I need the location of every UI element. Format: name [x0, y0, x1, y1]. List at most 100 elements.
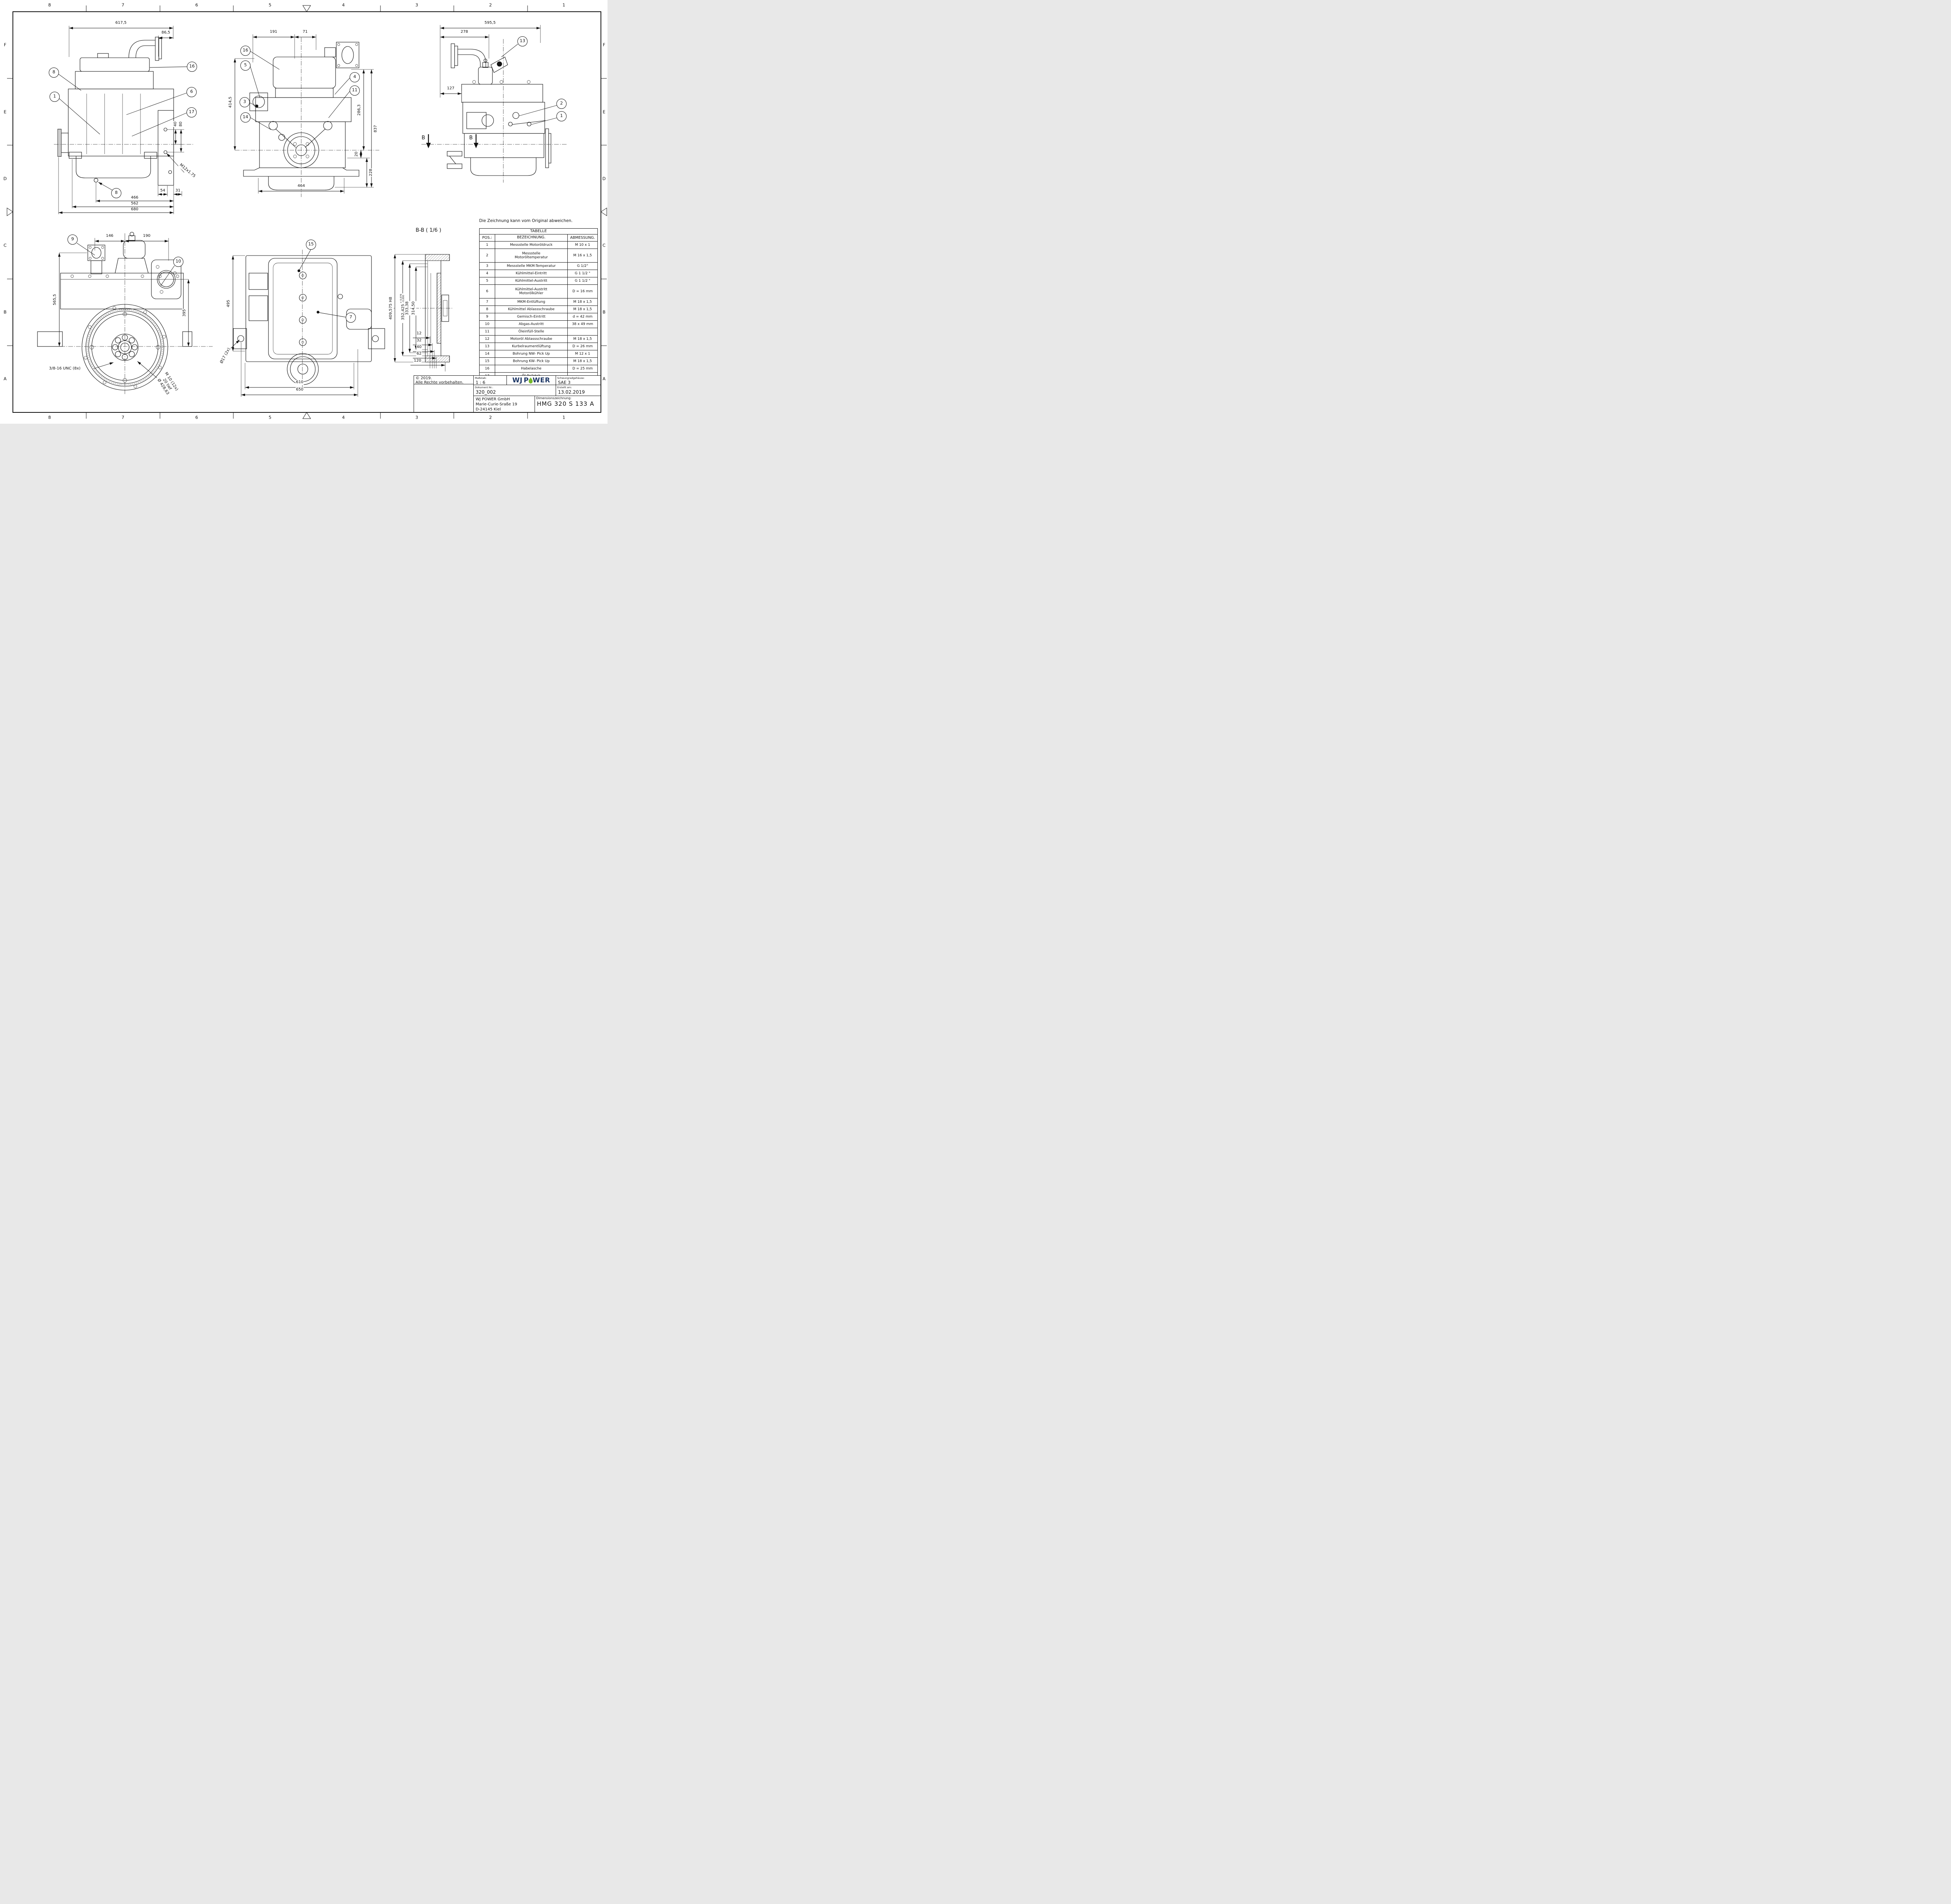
callout-bubble: 3: [240, 97, 250, 107]
dim-label: 610: [295, 380, 304, 385]
logo-wj: WJ: [512, 376, 523, 384]
callout-bubble: 10: [173, 257, 183, 267]
callout-bubble: 1: [556, 111, 567, 121]
col-header-dim: ABMESSUNG.: [570, 236, 595, 240]
col-header-name: BEZEICHNUNG.: [495, 234, 568, 241]
dim-label: 71: [302, 29, 308, 35]
document-label: Dokument Nr.:: [475, 386, 493, 389]
grid-row-label: F: [602, 42, 606, 48]
cell-pos: 8: [480, 306, 495, 313]
dim-label: 20: [354, 151, 359, 157]
thread-label: 3/8-16 UNC (8x): [48, 366, 81, 371]
grid-col-label: 3: [415, 415, 418, 420]
grid-col-label: 7: [121, 2, 124, 8]
cell-pos: 15: [480, 358, 495, 365]
housing-value: SAE 3: [558, 380, 571, 385]
grid-col-label: 1: [562, 2, 565, 8]
cell-name: Bohrung NW- Pick Up: [495, 350, 568, 357]
dim-label: 562: [130, 201, 139, 206]
dim-label: 86,5: [161, 30, 171, 36]
callout-bubble: 16: [240, 46, 251, 56]
cell-name: Motoröl Ablassschraube: [495, 336, 568, 343]
cell-name: Kurbelraumentlüftung: [495, 343, 568, 350]
cell-dim: M 18 x 1,5: [573, 300, 592, 304]
cell-name: Kühlmittel Ablassschraube: [495, 306, 568, 313]
grid-col-label: 4: [342, 415, 345, 420]
cell-name: Kühlmittel-Austritt: [495, 277, 568, 284]
cell-pos: 9: [480, 313, 495, 320]
dim-label: 286,3: [357, 104, 362, 116]
callout-bubble: 14: [240, 112, 251, 123]
sheet-frame: [7, 5, 607, 419]
section-letter: B: [421, 135, 425, 141]
note-line: Die Zeichnung kann vom Original abweiche…: [479, 218, 573, 223]
grid-row-label: D: [3, 176, 7, 181]
dim-label: 837: [373, 124, 378, 133]
grid-col-label: 1: [562, 415, 565, 420]
flywheel-view-art: [37, 232, 213, 395]
cell-dim: d = 42 mm: [572, 315, 593, 319]
grid-row-label: A: [4, 376, 7, 382]
dim-label: 40: [173, 121, 178, 127]
dim-label: 395: [182, 309, 187, 317]
table-header-row: POS.: BEZEICHNUNG. ABMESSUNG.: [480, 234, 597, 242]
side-view-dims: [58, 26, 188, 214]
callout-bubble: 2: [556, 99, 567, 109]
rear-view-art: [421, 39, 567, 183]
grid-row-label: E: [4, 109, 7, 115]
dim-label: 191: [269, 29, 278, 35]
dim-label: 190: [142, 233, 151, 239]
cell-name: MKM-Entlüftung: [495, 298, 568, 305]
cell-dim: M 18 x 1,5: [573, 307, 592, 311]
housing-label: Schwungradgehäuse:: [557, 377, 585, 380]
dim-label: 54: [160, 188, 166, 194]
cell-dim: M 12 x 1: [575, 352, 590, 356]
cell-dim: M 18 x 1,5: [573, 337, 592, 341]
dim-label: 31: [175, 188, 181, 194]
cell-dim: M 16 x 1,5: [573, 254, 592, 258]
drawing-sheet: .ext{stroke:#3a3a3a;stroke-width:0.8;fil…: [0, 0, 608, 424]
cell-dim: G 1 1/2 ": [575, 272, 590, 275]
dim-label: 314,50: [411, 301, 416, 316]
section-view-dims: [393, 254, 446, 371]
cell-name: Kühlmittel-Eintritt: [495, 270, 568, 277]
grid-row-label: B: [602, 309, 606, 315]
callout-bubble: 4: [350, 72, 360, 82]
grid-row-label: C: [4, 243, 7, 248]
front-view-dims: [233, 34, 374, 194]
cell-name: Messstelle Motoröltemperatur: [495, 249, 568, 262]
cell-pos: 1: [480, 242, 495, 249]
dim-label: 495: [226, 299, 231, 308]
grid-row-label: D: [602, 176, 606, 181]
cell-name: Abgas-Austritt: [495, 321, 568, 328]
cell-name: Habelasche: [495, 365, 568, 372]
cell-dim: G 1/2": [577, 264, 588, 268]
grid-col-label: 2: [489, 2, 492, 8]
scale-cell: Maßstab: 1 : 6: [474, 376, 507, 385]
title-block: © 2019. Alle Rechte vorbehalten. Maßstab…: [414, 375, 601, 413]
cell-pos: 2: [480, 249, 495, 262]
cell-dim: M 18 x 1,5: [573, 359, 592, 363]
logo-flame-icon: [529, 377, 533, 384]
drawing-label: Dimensionszeichnung:: [536, 396, 572, 400]
cell-pos: 12: [480, 336, 495, 343]
drawing-cell: Dimensionszeichnung: HMG 320 S 133 A: [535, 396, 601, 413]
housing-cell: Schwungradgehäuse: SAE 3: [556, 376, 601, 385]
callout-bubble: 7: [346, 313, 356, 323]
callout-bubble: 16: [187, 62, 197, 72]
section-title: B-B ( 1/6 ): [416, 227, 441, 233]
callout-bubble: 15: [306, 240, 316, 250]
callout-bubble: 8: [111, 188, 121, 198]
dim-label: 565,5: [52, 293, 58, 306]
dim-label: 80: [178, 121, 184, 127]
